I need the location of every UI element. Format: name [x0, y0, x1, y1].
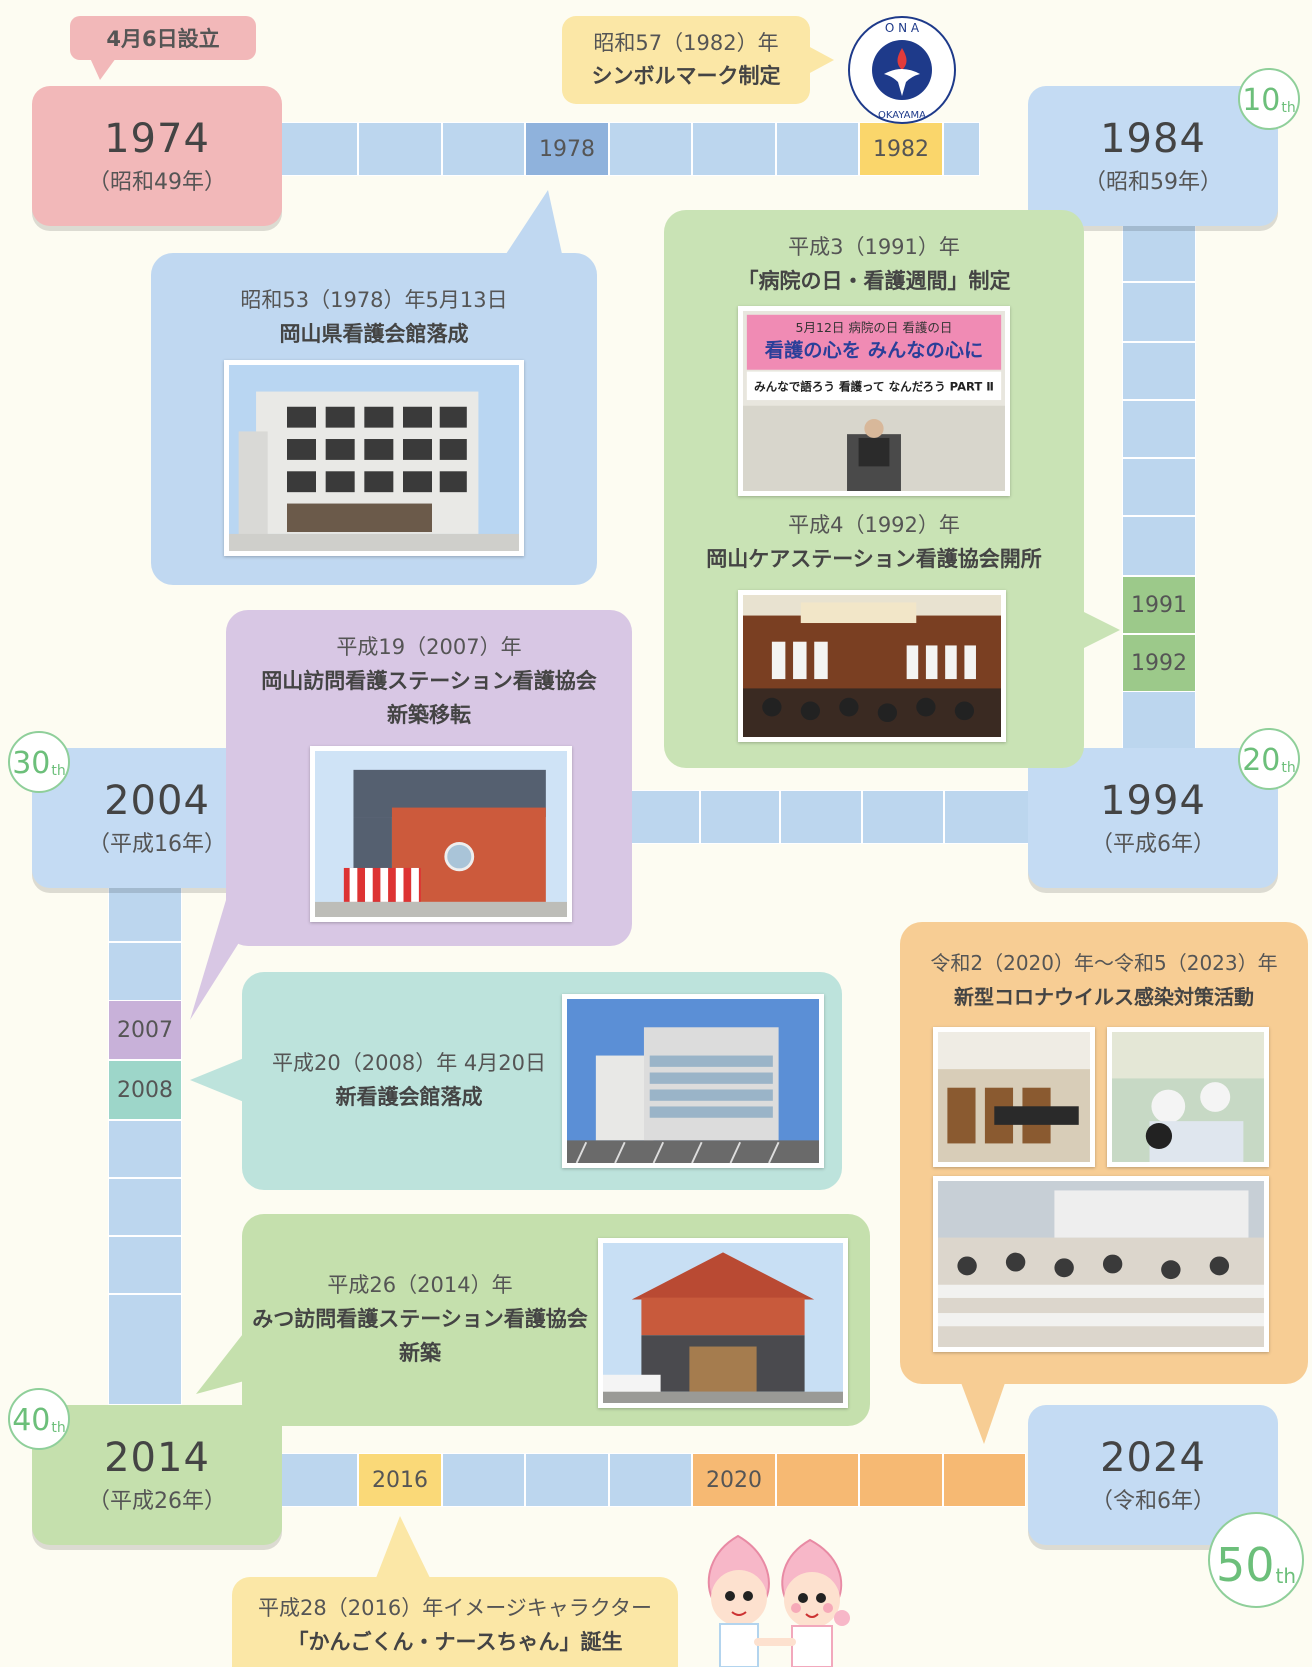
character-line1: 平成28（2016）年イメージキャラクター [258, 1596, 652, 1620]
hall-title: 岡山県看護会館落成 [279, 322, 469, 346]
covid-photo-1 [933, 1027, 1095, 1167]
milestone-era: （平成16年） [88, 832, 226, 857]
covid-photo-2 [1107, 1027, 1269, 1167]
banner-line1: 5月12日 病院の日 看護の日 [796, 320, 953, 335]
mitsu-date: 平成26（2014）年 [327, 1273, 513, 1297]
mascot-characters-illustration [707, 1534, 850, 1667]
milestone-year: 2024 [1100, 1435, 1206, 1481]
milestone-year: 2014 [104, 1435, 210, 1481]
milestone-1984: 1984 （昭和59年） [1028, 86, 1278, 226]
year-cell-1978: 1978 [525, 122, 609, 176]
hospital-day-photo: 5月12日 病院の日 看護の日 看護の心を みんなの心に みんなで語ろう 看護っ… [738, 306, 1010, 496]
founded-tag: 4月6日設立 [70, 16, 256, 60]
covid-period-band [776, 1453, 1026, 1507]
hospital-day-title: 「病院の日・看護週間」制定 [737, 269, 1011, 293]
purple-bubble-pointer [190, 900, 266, 1020]
character-bubble-pointer [376, 1516, 430, 1578]
milestone-year: 1994 [1100, 778, 1206, 824]
visit-station-title-line1: 岡山訪問看護ステーション看護協会 [261, 669, 597, 693]
year-cell-2016: 2016 [358, 1453, 442, 1507]
symbol-title: シンボルマーク制定 [591, 64, 781, 88]
milestone-1994: 1994 （平成6年） [1028, 748, 1278, 888]
visit-station-title-line2: 新築移転 [387, 703, 471, 727]
covid-bubble-pointer [960, 1380, 1006, 1444]
covid-photo-3 [933, 1176, 1269, 1352]
timeline-track-middle [625, 790, 1030, 844]
year-cell-1992: 1992 [1122, 634, 1196, 692]
character-line2: 「かんごくん・ナースちゃん」誕生 [287, 1630, 623, 1654]
milestone-year: 1984 [1100, 116, 1206, 162]
care-station-date: 平成4（1992）年 [788, 513, 960, 537]
founded-tag-pointer [90, 58, 116, 80]
year-cell-2020: 2020 [692, 1453, 776, 1507]
new-hall-date: 平成20（2008）年 4月20日 [272, 1051, 546, 1075]
mitsu-title-line2: 新築 [399, 1341, 441, 1365]
symbol-callout-pointer [808, 46, 834, 74]
milestone-1974: 1974 （昭和49年） [32, 86, 282, 226]
care-station-text: 平成4（1992）年 岡山ケアステーション看護協会開所 [664, 508, 1084, 576]
visit-station-date: 平成19（2007）年 [336, 635, 522, 659]
logo-top-text: O N A [885, 21, 920, 35]
covid-date: 令和2（2020）年～令和5（2023）年 [930, 951, 1278, 975]
milestone-year: 2004 [104, 778, 210, 824]
milestone-era: （平成6年） [1091, 832, 1215, 857]
green-bubble-pointer [1080, 610, 1120, 650]
founded-text: 4月6日設立 [106, 27, 220, 51]
hall-date: 昭和53（1978）年5月13日 [240, 288, 508, 312]
year-cell-2007: 2007 [108, 1000, 182, 1060]
logo-bottom-text: OKAYAMA [878, 110, 926, 121]
hall-1978-photo [224, 360, 524, 556]
milestone-2014: 2014 （平成26年） [32, 1405, 282, 1545]
care-station-photo [738, 590, 1006, 742]
mitsu-text: 平成26（2014）年 みつ訪問看護ステーション看護協会 新築 [242, 1268, 598, 1370]
covid-title: 新型コロナウイルス感染対策活動 [954, 985, 1254, 1009]
hall-bubble-pointer [506, 190, 562, 254]
mitsu-photo [598, 1238, 848, 1408]
year-cell-1982: 1982 [859, 122, 943, 176]
mitsu-title-line1: みつ訪問看護ステーション看護協会 [252, 1307, 588, 1331]
character-2016-bubble: 平成28（2016）年イメージキャラクター 「かんごくん・ナースちゃん」誕生 [232, 1577, 678, 1667]
hospital-day-date: 平成3（1991）年 [788, 235, 960, 259]
year-cell-2008: 2008 [108, 1060, 182, 1120]
mitsu-bubble-pointer [196, 1330, 248, 1394]
new-hall-photo [562, 994, 824, 1168]
milestone-era: （昭和49年） [88, 170, 226, 195]
ona-logo: O N A OKAYAMA [848, 16, 956, 124]
timeline-track-left [108, 885, 182, 1405]
teal-bubble-pointer [190, 1058, 244, 1102]
symbol-callout: 昭和57（1982）年 シンボルマーク制定 [562, 16, 810, 104]
year-cell-1991: 1991 [1122, 576, 1196, 634]
care-station-title: 岡山ケアステーション看護協会開所 [706, 547, 1042, 571]
milestone-2024: 2024 （令和6年） [1028, 1405, 1278, 1545]
symbol-date: 昭和57（1982）年 [593, 31, 779, 55]
milestone-era: （令和6年） [1091, 1489, 1215, 1514]
banner-line2: 看護の心を みんなの心に [764, 339, 983, 362]
banner-line3: みんなで語ろう 看護って なんだろう PART Ⅱ [754, 380, 994, 394]
milestone-era: （平成26年） [88, 1489, 226, 1514]
new-hall-title: 新看護会館落成 [335, 1085, 483, 1109]
visit-station-photo [310, 746, 572, 922]
milestone-era: （昭和59年） [1084, 170, 1222, 195]
milestone-year: 1974 [104, 116, 210, 162]
new-hall-text: 平成20（2008）年 4月20日 新看護会館落成 [242, 1046, 576, 1114]
